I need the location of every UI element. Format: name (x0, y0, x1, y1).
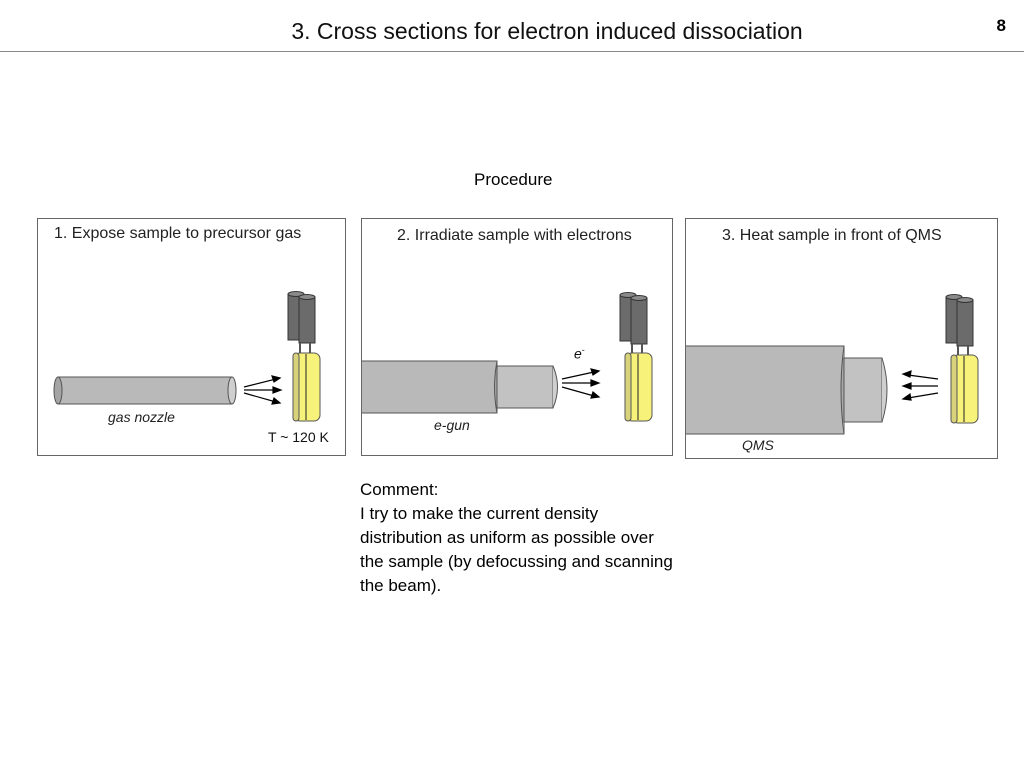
electron-beam-arrows (561, 368, 601, 399)
step-3-title: 3. Heat sample in front of QMS (722, 227, 942, 244)
comment-heading: Comment: (360, 480, 439, 499)
sample-disk (292, 352, 321, 422)
slide-title: 3. Cross sections for electron induced d… (291, 18, 803, 44)
step-2-diagram (362, 292, 653, 422)
sample-holder (945, 294, 974, 357)
step-1-panel: 1. Expose sample to precursor gas (37, 218, 346, 456)
procedure-heading: Procedure (474, 170, 553, 189)
sample-disk (624, 352, 653, 422)
sample-holder (619, 292, 648, 355)
step-1-title: 1. Expose sample to precursor gas (54, 225, 302, 242)
sample-disk (950, 354, 979, 424)
step-1-diagram (53, 291, 321, 422)
desorption-arrows (901, 370, 939, 401)
sample-holder (287, 291, 316, 355)
comment-body: I try to make the current density distri… (360, 504, 673, 595)
step-2-panel: 2. Irradiate sample with electrons (361, 218, 673, 456)
step-3-diagram (686, 294, 979, 435)
electron-charge: - (581, 345, 585, 355)
step-3-panel: 3. Heat sample in front of QMS (685, 218, 998, 459)
qms-shape (686, 345, 888, 435)
e-gun-shape (362, 360, 558, 414)
gas-nozzle-shape (53, 376, 237, 405)
gas-nozzle-label: gas nozzle (108, 409, 175, 425)
qms-label: QMS (742, 437, 774, 453)
page-number: 8 (996, 16, 1006, 35)
title-divider (0, 51, 1024, 52)
electron-symbol: e (574, 345, 582, 362)
electron-label: e- (574, 345, 585, 362)
gas-flow-arrows (243, 375, 283, 405)
e-gun-label: e-gun (434, 417, 470, 433)
temperature-label: T ~ 120 K (268, 429, 329, 445)
comment-block: Comment: I try to make the current densi… (360, 478, 680, 598)
step-2-title: 2. Irradiate sample with electrons (397, 227, 632, 244)
